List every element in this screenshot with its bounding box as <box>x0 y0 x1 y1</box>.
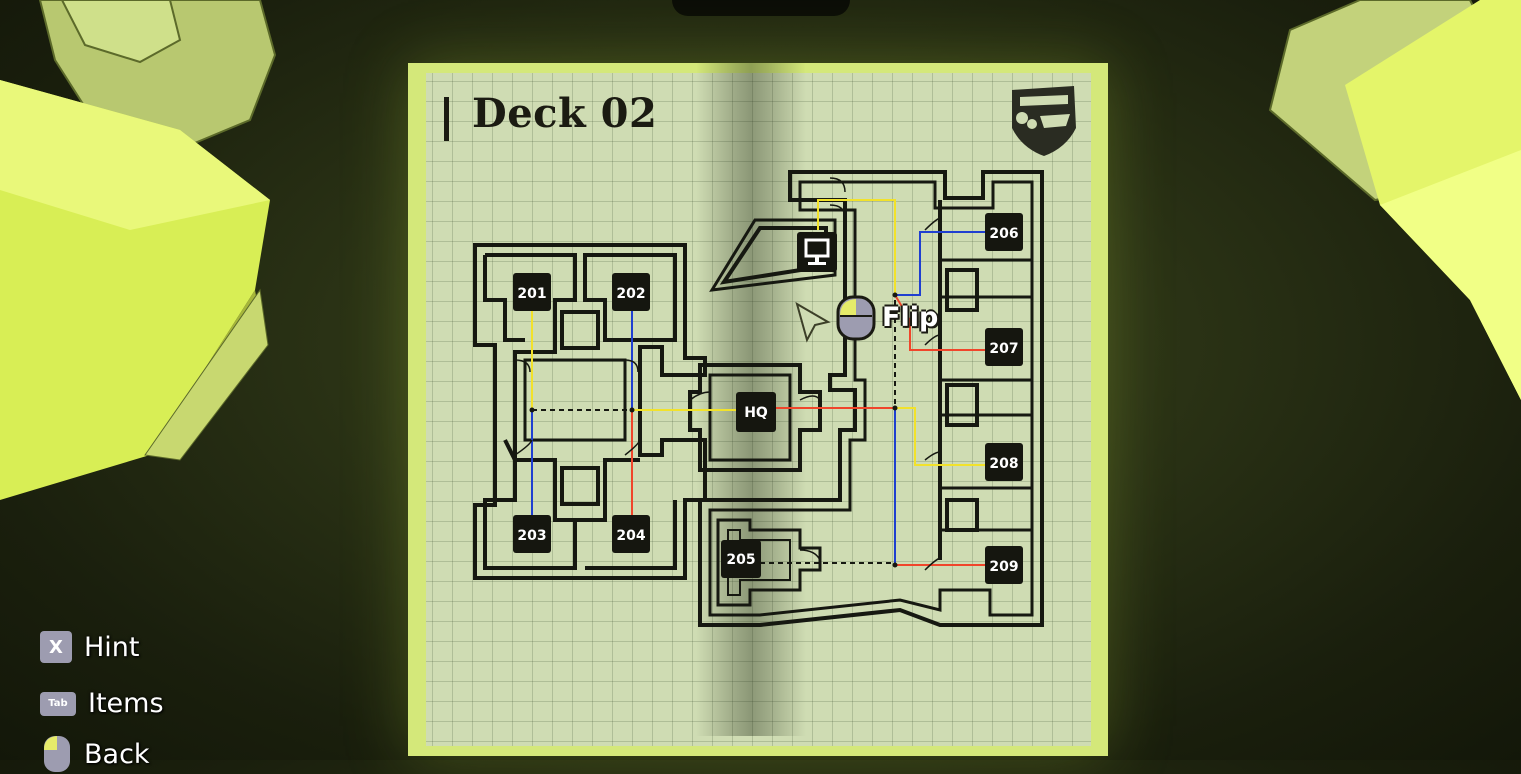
room-labels: 201 202 203 204 HQ 205 206 207 208 209 <box>517 226 1018 575</box>
top-notch <box>672 0 850 16</box>
room-label-209: 209 <box>989 559 1018 575</box>
tab-key-icon: Tab <box>40 691 76 716</box>
wiring <box>529 199 995 568</box>
hint-control[interactable]: X Hint <box>40 631 140 663</box>
wall-lines <box>473 170 1044 627</box>
room-label-205: 205 <box>726 552 755 568</box>
title-bar-mark <box>444 97 449 141</box>
mouse-icon <box>836 295 876 341</box>
deck-title: Deck 02 <box>472 90 658 137</box>
hint-label: Hint <box>84 631 140 663</box>
back-label: Back <box>84 738 150 770</box>
items-control[interactable]: Tab Items <box>40 688 164 719</box>
room-label-202: 202 <box>616 286 645 302</box>
mouse-cursor-icon <box>795 301 831 343</box>
back-control[interactable]: Back <box>40 734 150 774</box>
flip-prompt[interactable]: Flip <box>882 302 939 333</box>
room-label-207: 207 <box>989 341 1018 357</box>
x-key-icon: X <box>40 631 72 663</box>
items-label: Items <box>88 688 164 719</box>
room-label-hq: HQ <box>744 405 768 421</box>
room-label-204: 204 <box>616 528 645 544</box>
room-label-201: 201 <box>517 286 546 302</box>
door-arcs <box>514 177 941 571</box>
shield-emblem-icon <box>1012 86 1076 156</box>
mouse-icon <box>44 736 70 772</box>
computer-terminal-icon[interactable] <box>797 232 837 272</box>
room-label-203: 203 <box>517 528 546 544</box>
room-markers <box>513 213 1023 584</box>
room-label-206: 206 <box>989 226 1018 242</box>
room-label-208: 208 <box>989 456 1018 472</box>
